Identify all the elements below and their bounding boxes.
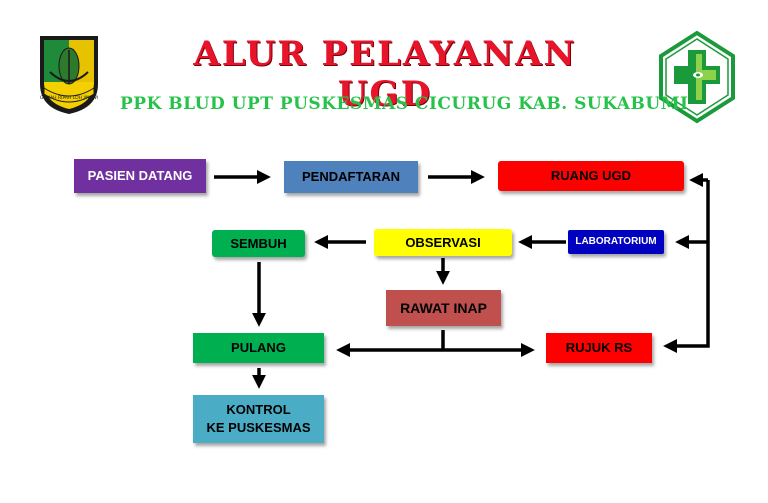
node-observasi: OBSERVASI — [374, 229, 512, 256]
node-pendaftaran-label: PENDAFTARAN — [302, 169, 400, 185]
emblem-motto: GEMAH RIPAH LOH JINAWI — [40, 95, 98, 101]
node-pulang-label: PULANG — [231, 340, 286, 356]
node-ruang-ugd: RUANG UGD — [498, 161, 684, 191]
node-sembuh: SEMBUH — [212, 230, 305, 257]
node-laboratorium: LABORATORIUM — [568, 230, 664, 254]
arrow-ugd-loop-right — [663, 180, 710, 353]
node-pendaftaran: PENDAFTARAN — [284, 161, 418, 193]
node-rawat-inap-label: RAWAT INAP — [400, 299, 487, 316]
node-ruang-ugd-label: RUANG UGD — [550, 168, 632, 184]
node-sembuh-label: SEMBUH — [230, 235, 287, 251]
node-rujuk-rs: RUJUK RS — [546, 333, 652, 363]
node-pasien-datang: PASIEN DATANG — [74, 159, 206, 193]
node-kontrol-label-line1: KONTROL — [226, 402, 291, 418]
node-pasien-datang-label: PASIEN DATANG — [87, 168, 193, 184]
node-pulang: PULANG — [193, 333, 324, 363]
node-kontrol: KONTROL KE PUSKESMAS — [193, 395, 324, 443]
page-subtitle: PPK BLUD UPT PUSKESMAS CICURUG KAB. SUKA… — [120, 94, 689, 114]
node-rawat-inap: RAWAT INAP — [386, 290, 501, 326]
sukabumi-emblem-logo: GEMAH RIPAH LOH JINAWI — [36, 32, 102, 116]
node-rujuk-rs-label: RUJUK RS — [565, 340, 633, 356]
node-observasi-label: OBSERVASI — [405, 234, 481, 250]
page-title: ALUR PELAYANAN UGD — [193, 34, 577, 114]
node-kontrol-label-line2: KE PUSKESMAS — [206, 420, 311, 435]
node-laboratorium-label: LABORATORIUM — [575, 236, 657, 248]
puskesmas-logo — [658, 30, 736, 124]
